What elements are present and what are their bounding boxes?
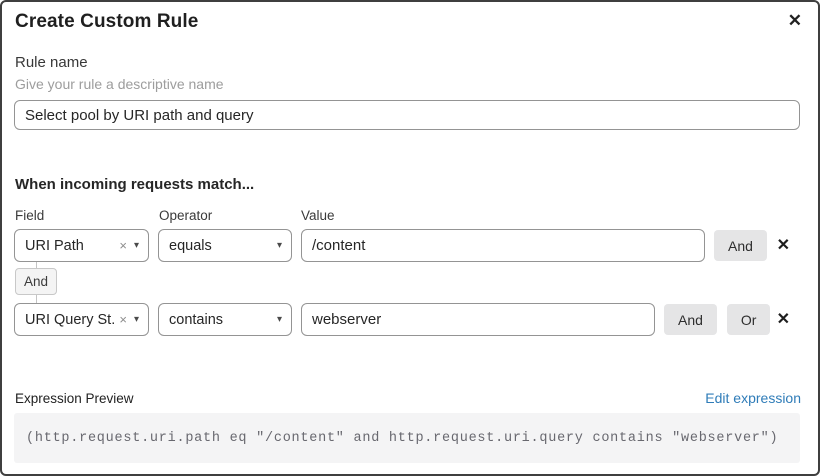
operator-select[interactable]: contains ▾ (158, 303, 292, 336)
expression-preview-label: Expression Preview (15, 391, 134, 406)
field-select-value: URI Query St... (25, 311, 116, 328)
field-column-label: Field (15, 208, 45, 223)
operator-column-label: Operator (159, 208, 213, 223)
chevron-down-icon: ▾ (133, 313, 139, 325)
and-button[interactable]: And (664, 304, 717, 335)
operator-select-value: contains (169, 311, 224, 328)
condition-row-2: URI Query St... × ▾ contains ▾ And Or ✕ (14, 303, 792, 336)
value-input[interactable] (301, 229, 705, 262)
value-field-wrap (301, 229, 705, 262)
and-button[interactable]: And (714, 230, 767, 261)
or-button[interactable]: Or (726, 304, 771, 335)
chevron-down-icon: ▾ (133, 239, 139, 251)
operator-select[interactable]: equals ▾ (158, 229, 292, 262)
dialog-title: Create Custom Rule (15, 11, 199, 32)
rule-name-label: Rule name (15, 54, 88, 71)
rule-name-input[interactable] (14, 100, 800, 130)
condition-connector: And (14, 262, 74, 303)
value-input[interactable] (301, 303, 655, 336)
expression-code-block: (http.request.uri.path eq "/content" and… (14, 413, 800, 463)
condition-row-1: URI Path × ▾ equals ▾ And ✕ (14, 229, 792, 262)
remove-condition-icon[interactable]: ✕ (776, 310, 790, 328)
rule-name-helper: Give your rule a descriptive name (15, 76, 224, 92)
chevron-down-icon: ▾ (276, 239, 282, 251)
expression-code: (http.request.uri.path eq "/content" and… (26, 430, 779, 446)
remove-condition-icon[interactable]: ✕ (776, 236, 790, 254)
field-select-value: URI Path (25, 237, 84, 254)
rule-name-field-wrap (14, 100, 800, 130)
field-select[interactable]: URI Path × ▾ (14, 229, 149, 262)
chevron-down-icon: ▾ (276, 313, 282, 325)
close-icon[interactable]: ✕ (784, 8, 806, 33)
expression-preview-header: Expression Preview Edit expression (15, 390, 801, 406)
clear-icon[interactable]: × (119, 312, 127, 327)
clear-icon[interactable]: × (119, 238, 127, 253)
value-field-wrap (301, 303, 655, 336)
match-heading: When incoming requests match... (15, 176, 255, 193)
connector-and-badge[interactable]: And (15, 268, 57, 295)
operator-select-value: equals (169, 237, 212, 254)
field-select[interactable]: URI Query St... × ▾ (14, 303, 149, 336)
edit-expression-link[interactable]: Edit expression (705, 390, 801, 406)
value-column-label: Value (301, 208, 335, 223)
